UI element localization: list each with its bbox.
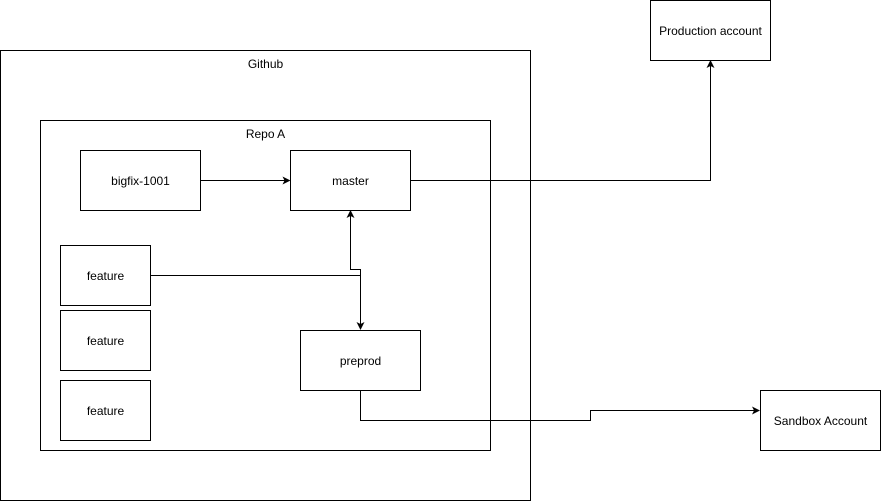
node-feature-2-label: feature [86, 333, 125, 348]
node-feature-1-label: feature [86, 268, 125, 283]
edge-feature-to-preprod [150, 275, 365, 330]
node-sandbox-account-label: Sandbox Account [773, 413, 868, 428]
node-feature-3-label: feature [86, 403, 125, 418]
node-preprod-label: preprod [339, 353, 382, 368]
node-preprod[interactable]: preprod [300, 330, 421, 391]
edge-preprod-to-master [346, 210, 361, 329]
github-label: Github [247, 57, 284, 71]
node-feature-2[interactable]: feature [60, 310, 151, 371]
node-bigfix-1001-label: bigfix-1001 [111, 173, 170, 188]
node-feature-3[interactable]: feature [60, 380, 151, 441]
node-master-label: master [332, 173, 369, 188]
node-bigfix-1001[interactable]: bigfix-1001 [80, 150, 201, 211]
node-feature-1[interactable]: feature [60, 245, 151, 306]
node-master[interactable]: master [290, 150, 411, 211]
node-sandbox-account[interactable]: Sandbox Account [760, 390, 881, 451]
edge-preprod-to-sandbox [360, 390, 760, 421]
node-production-account-label: Production account [659, 23, 762, 38]
repo-a-label: Repo A [245, 127, 286, 141]
repo-a-container: Repo A [40, 120, 491, 451]
node-production-account[interactable]: Production account [650, 0, 771, 61]
edge-master-to-production [410, 60, 715, 181]
